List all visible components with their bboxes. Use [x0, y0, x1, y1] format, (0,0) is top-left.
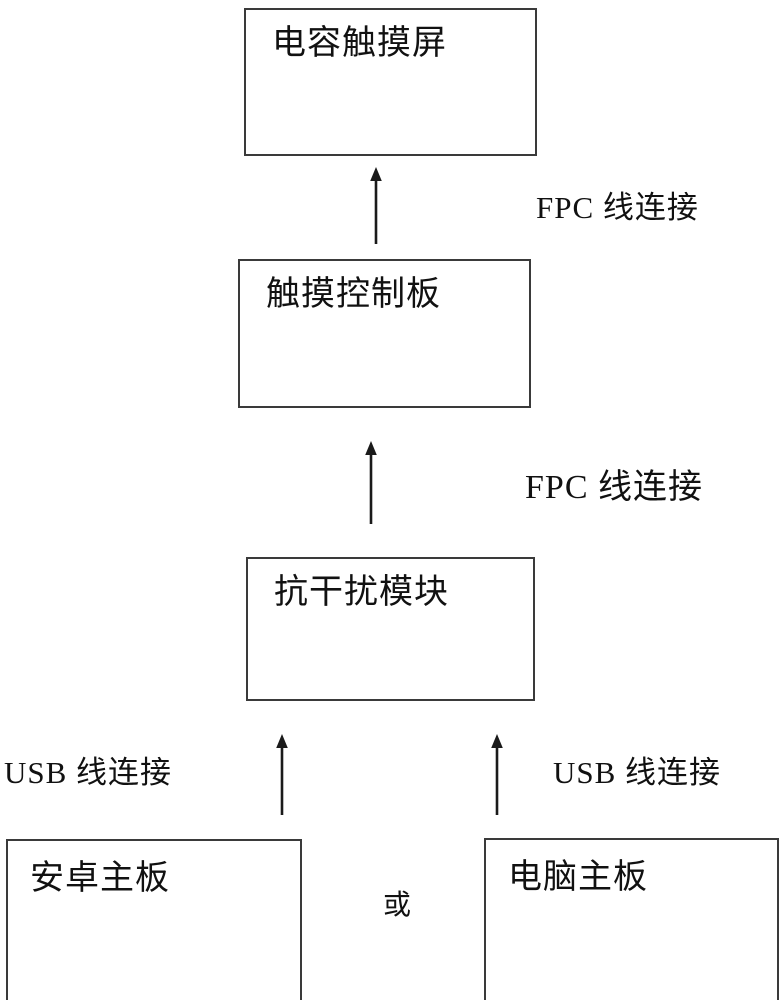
arrow-computer-to-module [487, 733, 507, 815]
node-capacitive-touch-screen[interactable]: 电容触摸屏 [244, 8, 537, 156]
connector-label-fpc-lower: FPC 线连接 [525, 469, 703, 506]
arrow-control-to-screen [366, 166, 386, 244]
connector-label-usb-right: USB 线连接 [553, 755, 722, 790]
connector-label-fpc-upper: FPC 线连接 [536, 190, 699, 225]
node-computer-motherboard[interactable]: 电脑主板 [484, 838, 779, 1000]
node-capacitive-touch-screen-label: 电容触摸屏 [272, 23, 447, 63]
connector-label-usb-left: USB 线连接 [4, 755, 173, 790]
node-android-motherboard[interactable]: 安卓主板 [6, 839, 302, 1000]
node-computer-motherboard-label: 电脑主板 [508, 857, 648, 897]
node-anti-interference-module[interactable]: 抗干扰模块 [246, 557, 535, 701]
node-android-motherboard-label: 安卓主板 [30, 858, 170, 898]
node-touch-control-board-label: 触摸控制板 [266, 274, 441, 314]
arrow-module-to-control [361, 440, 381, 524]
arrow-android-to-module [272, 733, 292, 815]
node-anti-interference-module-label: 抗干扰模块 [274, 572, 449, 612]
alternative-connector-label: 或 [383, 888, 412, 921]
node-touch-control-board[interactable]: 触摸控制板 [238, 259, 531, 408]
